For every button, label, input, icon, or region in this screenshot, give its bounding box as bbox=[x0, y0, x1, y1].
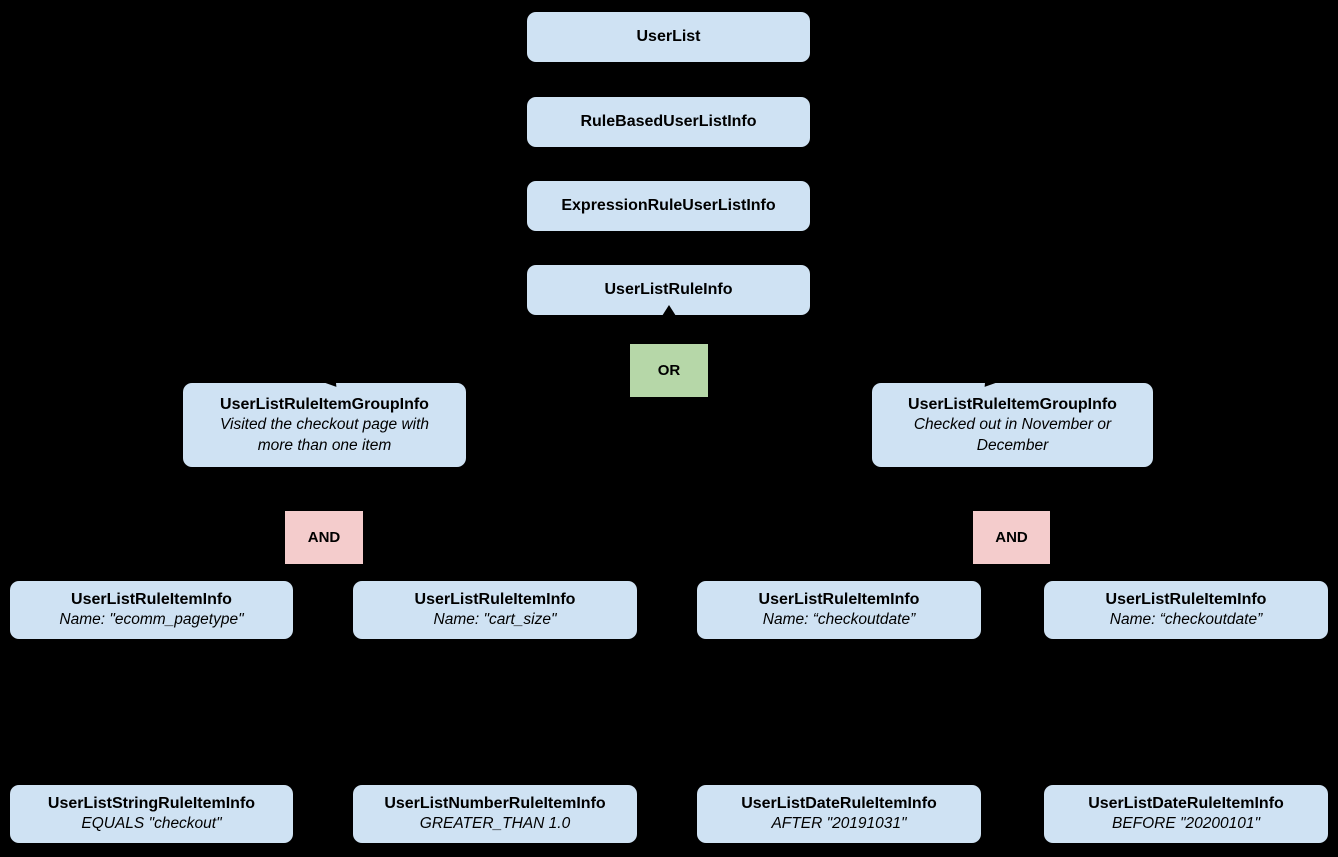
node-string-rule-item: UserListStringRuleItemInfo EQUALS "check… bbox=[10, 785, 293, 843]
node-date-rule-item-after: UserListDateRuleItemInfo AFTER "20191031… bbox=[697, 785, 981, 843]
node-title: UserListRuleItemInfo bbox=[71, 591, 232, 609]
node-rule-item-checkoutdate-1: UserListRuleItemInfo Name: “checkoutdate… bbox=[697, 581, 981, 639]
node-title: UserListRuleItemInfo bbox=[414, 591, 576, 609]
node-expression-rule-userlist-info: ExpressionRuleUserListInfo bbox=[527, 181, 810, 231]
arrowhead-icon bbox=[662, 305, 676, 316]
node-title: ExpressionRuleUserListInfo bbox=[561, 197, 776, 215]
or-operator-box: OR bbox=[630, 344, 708, 397]
node-subtitle: AFTER "20191031" bbox=[771, 815, 907, 833]
node-title: UserListRuleItemInfo bbox=[1105, 591, 1267, 609]
node-title: UserListRuleItemInfo bbox=[758, 591, 920, 609]
node-rule-item-cart-size: UserListRuleItemInfo Name: "cart_size" bbox=[353, 581, 637, 639]
node-rule-item-group-right: UserListRuleItemGroupInfo Checked out in… bbox=[872, 383, 1153, 467]
node-rule-item-ecomm-pagetype: UserListRuleItemInfo Name: "ecomm_pagety… bbox=[10, 581, 293, 639]
node-title: UserListRuleItemGroupInfo bbox=[908, 395, 1117, 413]
node-subtitle: EQUALS "checkout" bbox=[81, 815, 222, 833]
node-subtitle: Name: “checkoutdate” bbox=[762, 611, 916, 629]
node-title: UserListDateRuleItemInfo bbox=[741, 795, 937, 813]
node-subtitle: Name: “checkoutdate” bbox=[1109, 611, 1263, 629]
node-userlist: UserList bbox=[527, 12, 810, 62]
node-subtitle: GREATER_THAN 1.0 bbox=[419, 815, 571, 833]
node-rule-based-userlist-info: RuleBasedUserListInfo bbox=[527, 97, 810, 147]
node-rule-item-checkoutdate-2: UserListRuleItemInfo Name: “checkoutdate… bbox=[1044, 581, 1328, 639]
node-description: Checked out in November or December bbox=[913, 416, 1112, 454]
node-title: RuleBasedUserListInfo bbox=[580, 113, 757, 131]
node-title: UserListRuleItemGroupInfo bbox=[220, 395, 429, 413]
and-operator-box-left: AND bbox=[285, 511, 363, 564]
node-number-rule-item: UserListNumberRuleItemInfo GREATER_THAN … bbox=[353, 785, 637, 843]
node-subtitle: Name: "ecomm_pagetype" bbox=[59, 611, 244, 629]
node-title: UserListRuleInfo bbox=[604, 281, 733, 299]
node-description: Visited the checkout page with more than… bbox=[219, 416, 430, 454]
and-operator-box-right: AND bbox=[973, 511, 1050, 564]
node-title: UserListDateRuleItemInfo bbox=[1088, 795, 1284, 813]
node-title: UserListStringRuleItemInfo bbox=[47, 795, 256, 813]
node-subtitle: Name: "cart_size" bbox=[433, 611, 557, 629]
node-title: UserListNumberRuleItemInfo bbox=[384, 795, 606, 813]
node-subtitle: BEFORE "20200101" bbox=[1111, 815, 1260, 833]
node-title: UserList bbox=[636, 28, 701, 46]
node-rule-item-group-left: UserListRuleItemGroupInfo Visited the ch… bbox=[183, 383, 466, 467]
node-date-rule-item-before: UserListDateRuleItemInfo BEFORE "2020010… bbox=[1044, 785, 1328, 843]
